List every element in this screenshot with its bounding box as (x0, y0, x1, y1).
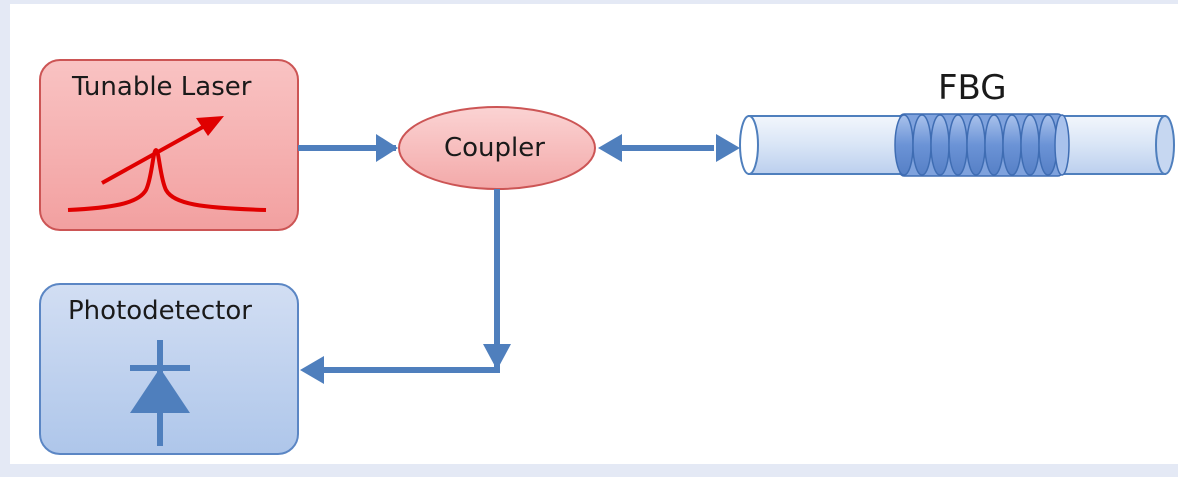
tuning-arrow-head (196, 116, 224, 136)
fbg-side-arrowhead (716, 134, 740, 162)
fbg-grating (894, 113, 1070, 177)
laser-to-coupler-arrowhead (376, 134, 398, 162)
photodetector-label: Photodetector (68, 296, 252, 326)
detector-arrowhead (300, 356, 324, 384)
tuning-arrow-line (101, 121, 211, 185)
fbg-setup-diagram (39, 59, 1175, 455)
down-arrowhead (483, 344, 511, 370)
coupler-label: Coupler (444, 133, 545, 163)
diode-icon (130, 368, 190, 413)
coupler-side-arrowhead (598, 134, 622, 162)
diagram-canvas: Tunable Laser Photodetector Coupler FBG (10, 4, 1178, 464)
tunable-laser-label: Tunable Laser (72, 72, 252, 102)
coupler-to-detector-path (322, 189, 500, 373)
fbg-label: FBG (938, 68, 1007, 108)
laser-spectrum-curve (67, 147, 267, 212)
